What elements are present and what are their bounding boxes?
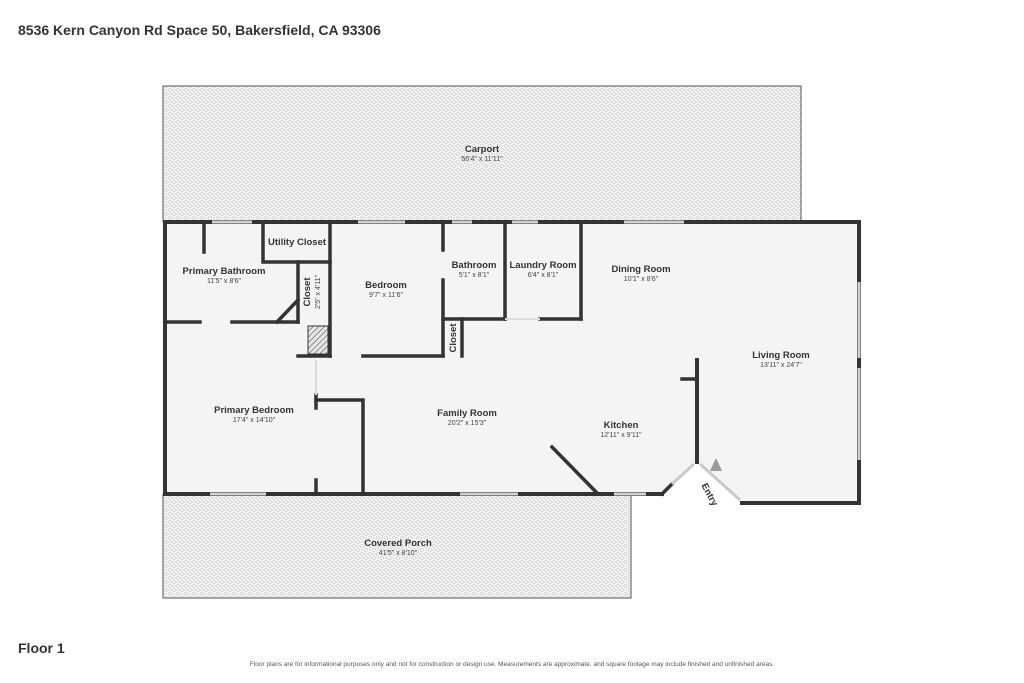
carport-label: Carport bbox=[465, 144, 500, 155]
entry-windows bbox=[670, 462, 742, 502]
living-room-label: Living Room bbox=[752, 350, 810, 361]
covered-porch-dim: 41'5" x 8'10" bbox=[379, 550, 418, 557]
covered-porch-label: Covered Porch bbox=[364, 538, 432, 549]
primary-bathroom-label: Primary Bathroom bbox=[183, 266, 266, 277]
carport-dim: 56'4" x 11'11" bbox=[461, 156, 503, 163]
bathroom-label: Bathroom bbox=[452, 260, 497, 271]
dining-room-dim: 10'1" x 8'6" bbox=[624, 276, 659, 283]
utility-closet-label: Utility Closet bbox=[268, 237, 327, 248]
house-floor bbox=[165, 222, 859, 503]
kitchen-label: Kitchen bbox=[604, 420, 639, 431]
windows bbox=[210, 220, 861, 496]
entry-label: Entry bbox=[699, 482, 720, 509]
floor-label: Floor 1 bbox=[18, 640, 65, 656]
closet-a-label: Closet bbox=[302, 277, 313, 307]
bathroom-dim: 5'1" x 8'1" bbox=[459, 272, 490, 279]
family-room-label: Family Room bbox=[437, 408, 497, 419]
primary-bedroom-label: Primary Bedroom bbox=[214, 405, 294, 416]
entry-arrow-icon bbox=[710, 458, 722, 471]
kitchen-dim: 12'11" x 9'11" bbox=[600, 432, 642, 439]
laundry-room-dim: 6'4" x 8'1" bbox=[528, 272, 559, 279]
room-labels: Carport 56'4" x 11'11" Primary Bathroom … bbox=[183, 144, 810, 557]
covered-porch-area bbox=[162, 493, 632, 599]
interior-walls bbox=[163, 220, 699, 497]
living-room-dim: 13'11" x 24'7" bbox=[760, 362, 802, 369]
laundry-room-label: Laundry Room bbox=[509, 260, 576, 271]
address-title: 8536 Kern Canyon Rd Space 50, Bakersfiel… bbox=[18, 22, 381, 38]
primary-bathroom-dim: 11'5" x 8'6" bbox=[207, 278, 241, 285]
bedroom-dim: 9'7" x 11'6" bbox=[369, 292, 403, 299]
chase-hatch bbox=[307, 325, 329, 355]
carport-area bbox=[162, 85, 802, 223]
door-openings bbox=[315, 318, 540, 395]
closet-a-dim: 2'5" x 4'11" bbox=[315, 274, 322, 308]
closet-b-label: Closet bbox=[448, 323, 459, 353]
bedroom-label: Bedroom bbox=[365, 280, 407, 291]
primary-bedroom-dim: 17'4" x 14'10" bbox=[233, 417, 276, 424]
family-room-dim: 20'2" x 15'3" bbox=[448, 420, 487, 427]
disclaimer-text: Floor plans are for informational purpos… bbox=[249, 661, 775, 668]
dining-room-label: Dining Room bbox=[611, 264, 670, 275]
